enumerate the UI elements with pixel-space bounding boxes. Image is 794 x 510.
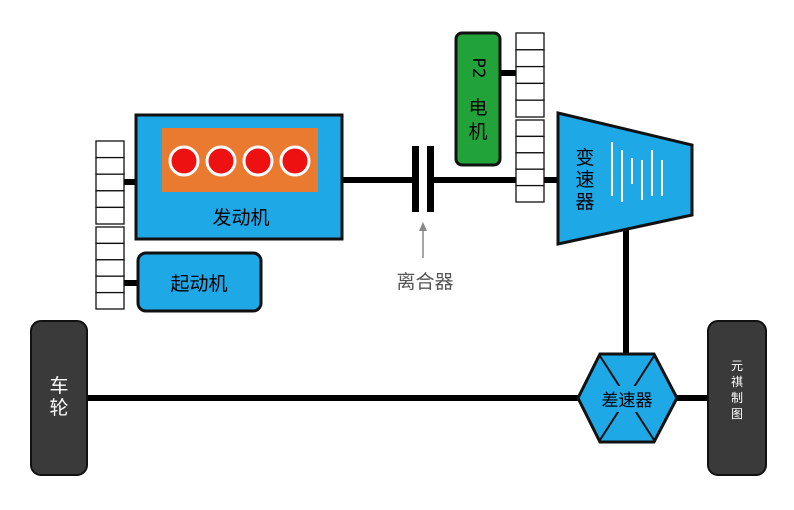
transmission-label-1: 变 — [575, 147, 594, 169]
wheel-right-label-2: 祺 — [731, 375, 743, 389]
motor-rack-tooth — [515, 82, 545, 101]
clutch-plate-right — [427, 146, 434, 212]
engine-upper-rack-tooth — [95, 156, 125, 175]
gear-racks — [95, 32, 545, 310]
transmission-body — [556, 111, 694, 246]
engine-lower-rack-tooth — [95, 275, 125, 294]
transmission-gear-bars — [611, 142, 663, 202]
motor-rack-tooth — [515, 49, 545, 68]
engine-upper-rack-tooth — [95, 190, 125, 209]
engine-label: 发动机 — [212, 207, 269, 229]
wheel-right-label-4: 图 — [731, 407, 743, 421]
clutch-plate-left — [412, 146, 419, 212]
clutch-label: 离合器 — [396, 271, 453, 293]
wheel-left — [30, 320, 88, 476]
motor-label-bottom-2: 机 — [468, 121, 487, 143]
transmission-label-2: 速 — [575, 169, 594, 191]
trans-rack-tooth — [515, 152, 545, 170]
motor-rack-tooth — [515, 99, 545, 118]
clutch-pointer-arrowhead — [419, 222, 427, 231]
engine-upper-rack-tooth — [95, 173, 125, 192]
cylinder — [242, 145, 274, 177]
motor-box — [454, 31, 502, 167]
engine-lower-rack-tooth — [95, 259, 125, 277]
cylinder — [279, 145, 311, 177]
engine-lower-rack-tooth — [95, 242, 125, 261]
cylinder — [205, 145, 237, 177]
wheel-right-label-3: 制 — [731, 391, 743, 405]
starter-box — [136, 251, 263, 313]
starter-label: 起动机 — [170, 273, 227, 295]
differential-label: 差速器 — [602, 391, 653, 411]
engine-lower-rack-tooth — [95, 226, 125, 245]
motor-label-top: P2 — [468, 57, 488, 78]
motor-rack-tooth — [515, 32, 545, 51]
trans-rack-tooth — [515, 168, 545, 187]
wheel-right — [707, 320, 767, 476]
motor-label-bottom-1: 电 — [468, 97, 487, 119]
engine-upper-rack-tooth — [95, 206, 125, 225]
engine-upper-rack-tooth — [95, 140, 125, 159]
engine-cylinders — [168, 145, 311, 177]
trans-rack-tooth — [515, 135, 545, 154]
diff-label-bg — [595, 386, 659, 412]
motor-rack-tooth — [515, 65, 545, 85]
trans-rack-tooth — [515, 184, 545, 203]
wheel-left-label-1: 车 — [49, 375, 68, 397]
cylinder — [168, 145, 200, 177]
transmission-label-3: 器 — [575, 191, 594, 213]
trans-rack-tooth — [515, 119, 545, 138]
engine-lower-rack-tooth — [95, 291, 125, 310]
wheel-left-label-2: 轮 — [49, 397, 68, 419]
wheel-right-label-1: 元 — [731, 359, 743, 373]
